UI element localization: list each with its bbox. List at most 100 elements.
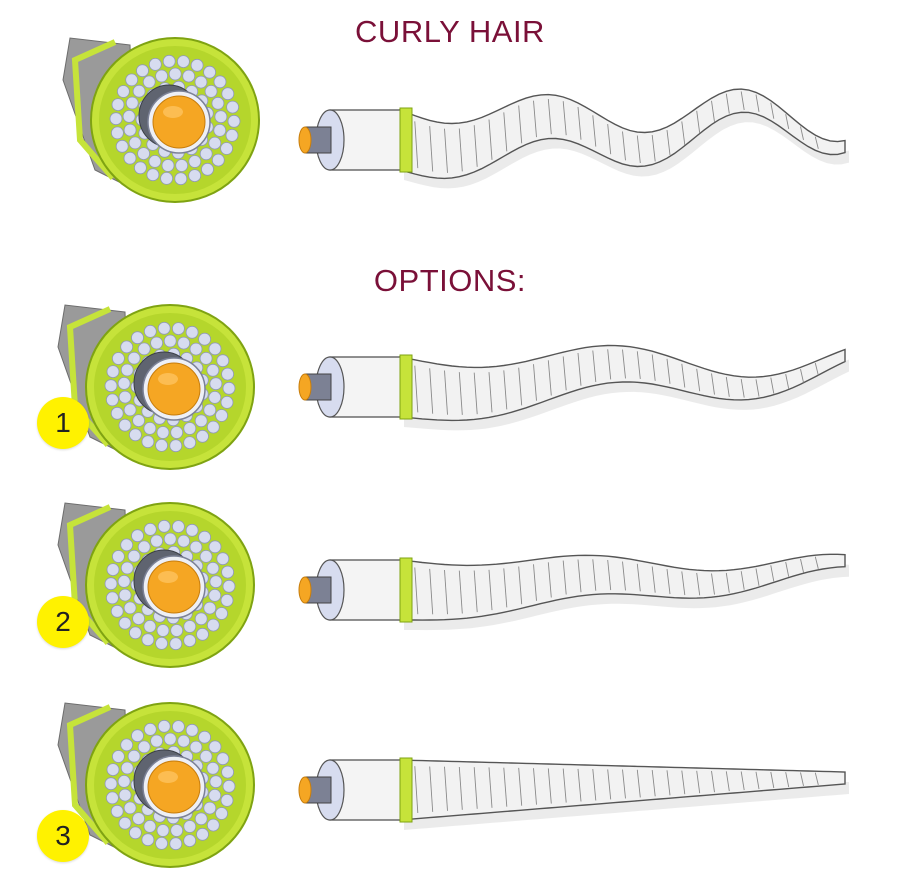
fiber-dot bbox=[199, 750, 213, 763]
fiber-dot bbox=[183, 820, 197, 833]
fiber-dot bbox=[111, 126, 124, 140]
fiber-dot bbox=[143, 819, 157, 833]
scale-line bbox=[785, 772, 790, 788]
scale-line bbox=[444, 370, 448, 415]
scale-line bbox=[414, 766, 419, 814]
scale-line bbox=[607, 349, 612, 380]
scale-line bbox=[488, 372, 493, 413]
fiber-dot bbox=[160, 171, 174, 185]
medulla-tip bbox=[298, 776, 312, 804]
scale-line bbox=[562, 101, 567, 136]
scale-line bbox=[622, 769, 626, 799]
medulla-core bbox=[147, 560, 201, 614]
fiber-dot bbox=[208, 342, 222, 356]
fiber-dot bbox=[118, 390, 132, 404]
scale-line bbox=[740, 379, 745, 398]
scale-line bbox=[458, 766, 463, 810]
fiber-dot bbox=[106, 763, 120, 776]
scale-line bbox=[696, 572, 701, 596]
fiber-dot bbox=[189, 740, 203, 754]
fiber-dot bbox=[120, 561, 134, 575]
fiber-dot bbox=[221, 367, 235, 381]
fiber-dot bbox=[183, 834, 197, 848]
fiber-dot bbox=[123, 123, 137, 137]
fiber-dot bbox=[132, 414, 146, 428]
medulla-core bbox=[147, 362, 201, 416]
fiber-dot bbox=[194, 612, 208, 626]
fiber-dot bbox=[198, 332, 212, 346]
fiber-dot bbox=[112, 352, 125, 365]
fiber-dot bbox=[115, 139, 129, 153]
fiber-dot bbox=[148, 154, 162, 168]
scale-line bbox=[636, 563, 641, 592]
medulla-core bbox=[147, 760, 201, 814]
fiber-dot bbox=[106, 791, 119, 805]
scale-line bbox=[636, 769, 641, 798]
scale-line bbox=[740, 91, 745, 111]
cortex-band bbox=[399, 757, 413, 823]
fiber-dot bbox=[221, 87, 235, 101]
fiber-dot bbox=[106, 563, 120, 576]
fiber-dot bbox=[118, 816, 132, 830]
fiber-dot bbox=[106, 393, 119, 407]
fiber-dot bbox=[221, 565, 235, 579]
scale-line bbox=[533, 100, 537, 138]
fiber-dot bbox=[206, 618, 220, 632]
fiber-dot bbox=[143, 325, 157, 338]
scale-line bbox=[592, 115, 597, 147]
fiber-dot bbox=[208, 588, 222, 602]
fiber-dot bbox=[176, 55, 190, 68]
fiber-dot bbox=[189, 540, 203, 554]
fiber-dot bbox=[194, 812, 208, 826]
fiber-dot bbox=[150, 336, 164, 350]
fiber-dot bbox=[120, 340, 134, 354]
fiber-dot bbox=[199, 147, 213, 161]
fiber-dot bbox=[216, 552, 230, 566]
fiber-dot bbox=[190, 58, 204, 72]
scale-line bbox=[651, 135, 656, 162]
fiber-dot bbox=[111, 98, 125, 111]
fiber-dot bbox=[196, 627, 209, 641]
fiber-dot bbox=[162, 54, 176, 68]
fiber-dot bbox=[185, 325, 199, 339]
fiber-dot bbox=[170, 624, 184, 637]
scale-line bbox=[740, 571, 745, 590]
fiber-dot bbox=[177, 734, 191, 748]
fiber-dot bbox=[157, 719, 171, 733]
fiber-dot bbox=[170, 426, 184, 439]
fiber-dot bbox=[177, 534, 191, 548]
scale-line bbox=[696, 110, 701, 134]
shaft-cortex-edge bbox=[66, 704, 112, 845]
scale-line bbox=[711, 770, 715, 793]
fiber-dot bbox=[112, 550, 125, 563]
scale-line bbox=[681, 363, 686, 388]
fiber-dot bbox=[125, 96, 139, 110]
cross-section-curly bbox=[62, 37, 260, 203]
fiber-dot bbox=[198, 730, 212, 744]
scale-line bbox=[503, 568, 508, 608]
fiber-dot bbox=[201, 162, 214, 176]
scale-line bbox=[458, 570, 463, 614]
fiber-dot bbox=[163, 532, 177, 546]
fiber-dot bbox=[155, 636, 169, 650]
curly-hair-illustration bbox=[62, 37, 849, 203]
scale-line bbox=[592, 350, 597, 382]
scale-line bbox=[488, 569, 493, 611]
scale-line bbox=[725, 771, 730, 792]
fiber-dot bbox=[132, 612, 146, 626]
fiber-dot bbox=[142, 75, 156, 89]
scale-line bbox=[458, 372, 463, 415]
cortex-band bbox=[399, 107, 413, 173]
fiber-dot bbox=[125, 73, 139, 87]
badge-option-3: 3 bbox=[37, 810, 89, 862]
scale-line bbox=[681, 121, 686, 146]
row-option-2: 2 bbox=[0, 460, 900, 668]
fiber-dot bbox=[128, 826, 142, 840]
medulla-tip bbox=[298, 576, 312, 604]
scale-line bbox=[622, 131, 626, 161]
scale-line bbox=[503, 112, 508, 152]
fiber-dot bbox=[128, 428, 142, 442]
cross-section-option-1 bbox=[57, 304, 255, 470]
scale-line bbox=[681, 770, 686, 795]
fiber-dot bbox=[123, 801, 137, 815]
